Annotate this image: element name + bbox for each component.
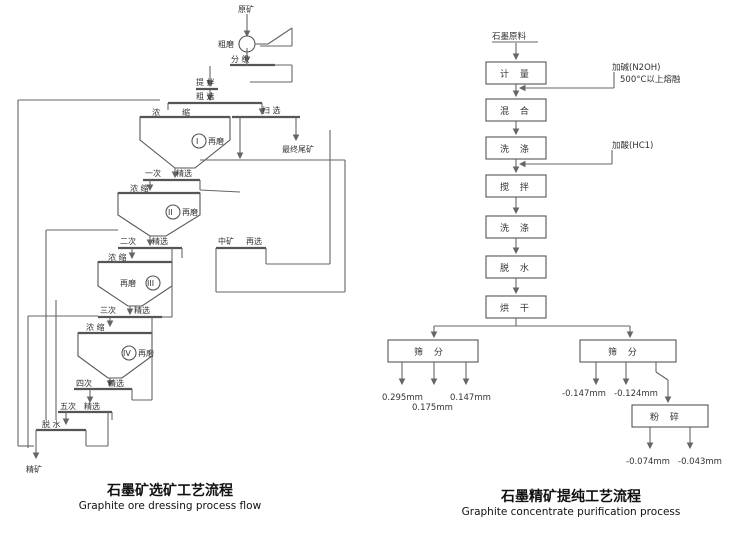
size-right-1: -0.147mm [562, 389, 606, 399]
sieve-box-right [579, 339, 677, 363]
step-1-label: 计 量 [500, 68, 533, 80]
regrind-mill-3 [145, 275, 161, 291]
step-6-label: 脱 水 [500, 262, 533, 274]
concentrate-label: 精矿 [26, 464, 42, 474]
right-title-en: Graphite concentrate purification proces… [461, 506, 681, 518]
coarse-grind-label: 粗磨 [218, 39, 234, 49]
size-crush-1: -0.074mm [626, 457, 670, 467]
right-caption: 石墨精矿提纯工艺流程 Graphite concentrate purifica… [440, 486, 702, 518]
fifth-clean-b-label: 精选 [84, 401, 100, 411]
middlings-label: 中矿 [218, 236, 234, 246]
raw-ore-label: 原矿 [238, 4, 254, 14]
s1-left-label: 浓 [152, 108, 160, 117]
node-1-label: I [196, 137, 198, 146]
regrind-3-label: 再磨 [120, 278, 136, 288]
step-3-label: 洗 涤 [500, 143, 533, 155]
fourth-clean-b-label: 精选 [108, 378, 124, 388]
melt-label: 500°C以上熔融 [620, 74, 681, 85]
node-3-label: III [147, 279, 154, 288]
right-flowchart: 石墨原料 计 量 加碱(N2OH) 500°C以上熔融 混 合 洗 涤 加酸(H… [382, 31, 722, 467]
node-4-label: IV [123, 349, 131, 358]
left-flowchart: 原矿 粗磨 分 级 提 拌 粗 选 扫 选 最终尾矿 浓 缩 [17, 4, 346, 474]
third-clean-label: 三次 [100, 305, 116, 315]
s2-label: 浓 缩 [130, 183, 149, 193]
rough-b-label: 粗 选 [196, 91, 215, 101]
middlings-b-label: 再选 [246, 236, 262, 246]
sieve-left-label: 筛 分 [414, 346, 447, 358]
size-right-2: -0.124mm [614, 389, 658, 399]
fourth-clean-label: 四次 [76, 378, 92, 388]
step-5-label: 洗 涤 [500, 222, 533, 234]
second-clean-label: 二次 [120, 236, 136, 246]
regrind-mill-1 [191, 133, 207, 149]
third-clean-b-label: 精选 [134, 305, 150, 315]
first-clean-b-label: 精选 [176, 168, 192, 178]
sieve-right-label: 筛 分 [608, 346, 641, 358]
right-title-zh: 石墨精矿提纯工艺流程 [501, 489, 641, 505]
size-left-1: 0.295mm [382, 393, 423, 403]
s1-right-label: 缩 [182, 107, 190, 117]
classify-label: 分 级 [231, 54, 250, 64]
s4-label: 浓 缩 [86, 322, 105, 332]
regrind-2-label: 再磨 [182, 207, 198, 217]
regrind-mill-4 [121, 345, 137, 361]
size-left-3: 0.147mm [450, 393, 491, 403]
left-caption: 石墨矿选矿工艺流程 Graphite ore dressing process … [70, 480, 270, 512]
add-base-label: 加碱(N2OH) [612, 62, 660, 73]
size-left-2: 0.175mm [412, 403, 453, 413]
final-tailings-label: 最终尾矿 [282, 144, 314, 154]
step-7-label: 烘 干 [500, 302, 533, 314]
s3-label: 浓 缩 [108, 252, 127, 262]
fifth-clean-label: 五次 [60, 401, 76, 411]
step-4-label: 搅 拌 [500, 181, 533, 193]
step-2-label: 混 合 [500, 105, 533, 117]
sweep-label: 扫 选 [262, 105, 281, 115]
regrind-4-label: 再磨 [138, 348, 154, 358]
dewater-label: 脱 水 [42, 419, 61, 429]
add-acid-label: 加酸(HC1) [612, 140, 653, 151]
raw-material-label: 石墨原料 [492, 31, 527, 42]
crush-label: 粉 碎 [650, 411, 683, 423]
node-2-label: II [168, 208, 173, 217]
regrind-1-label: 再磨 [208, 136, 224, 146]
second-clean-b-label: 精选 [152, 236, 168, 246]
regrind-mill-2 [165, 204, 181, 220]
size-crush-2: -0.043mm [678, 457, 722, 467]
left-title-zh: 石墨矿选矿工艺流程 [107, 483, 233, 499]
rough-a-label: 提 拌 [196, 77, 215, 87]
left-title-en: Graphite ore dressing process flow [78, 500, 262, 512]
first-clean-label: 一次 [145, 168, 161, 178]
sieve-box-left [387, 339, 479, 363]
crush-box [631, 404, 709, 428]
